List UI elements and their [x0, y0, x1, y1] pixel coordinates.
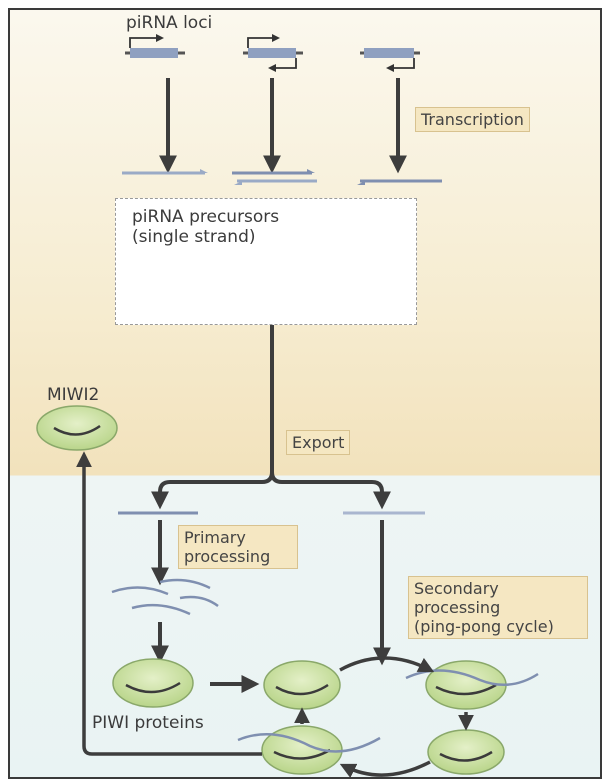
pirna-locus-3 — [360, 48, 420, 72]
transcription-callout: Transcription — [415, 107, 530, 132]
secondary-processing-callout: Secondary processing (ping-pong cycle) — [408, 576, 588, 639]
piwi-proteins-label: PIWI proteins — [92, 713, 204, 733]
secondary-line2: processing — [414, 598, 501, 617]
precursor-label-line1: piRNA precursors — [132, 207, 280, 227]
precursor-label-line2: (single strand) — [132, 227, 256, 247]
cycle-arrow-bottom — [339, 760, 431, 777]
cycle-protein-bottom-left — [237, 725, 381, 775]
transcripts — [122, 169, 442, 185]
pirna-loci-label: piRNA loci — [126, 13, 213, 33]
cycle-protein-left — [263, 660, 341, 710]
pirna-locus-2 — [243, 34, 303, 72]
export-arrow-right — [270, 471, 391, 510]
export-callout: Export — [286, 430, 351, 455]
cleaved-fragments — [111, 578, 219, 616]
secondary-line1: Secondary — [414, 579, 499, 598]
miwi2-feedback-arrow — [76, 451, 262, 756]
precursor-box: piRNA precursors (single strand) — [115, 198, 417, 325]
miwi2-protein — [36, 405, 118, 451]
cycle-arrow-top — [339, 656, 435, 673]
export-arrow-left — [151, 324, 274, 510]
piwi-protein — [112, 658, 194, 708]
pathway-diagram: piRNA loci Transcription piRNA precursor… — [8, 8, 602, 779]
primary-processing-callout: Primary processing — [178, 525, 298, 569]
diagram-graphics — [36, 34, 539, 777]
pirna-locus-1 — [125, 34, 185, 58]
primary-line2: processing — [184, 547, 271, 566]
primary-line1: Primary — [184, 528, 246, 547]
secondary-line3: (ping-pong cycle) — [414, 617, 554, 636]
cycle-protein-bottom-right — [427, 729, 505, 775]
precursor-label: piRNA precursors (single strand) — [132, 207, 279, 247]
miwi2-label: MIWI2 — [47, 385, 100, 405]
